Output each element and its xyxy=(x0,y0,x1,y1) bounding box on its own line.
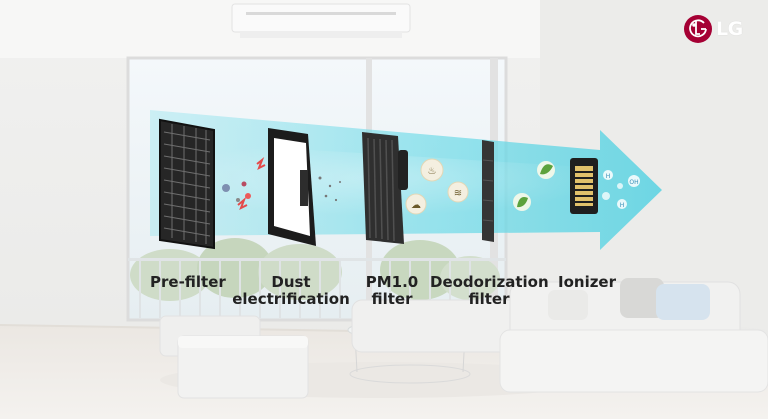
label-ionizer-text: Ionizer xyxy=(558,273,617,291)
ion-h-label-2: H xyxy=(620,202,625,209)
svg-text:♨: ♨ xyxy=(428,166,437,177)
dust-electrification-frame xyxy=(268,128,316,246)
sofa xyxy=(351,278,768,393)
deodorization-filter xyxy=(482,140,494,242)
label-dust-electrification: Dust electrification xyxy=(232,274,350,308)
label-deodor-line1: Deodorization xyxy=(430,273,549,291)
label-ionizer: Ionizer xyxy=(558,274,616,291)
lg-logo-text: LG xyxy=(716,18,743,40)
svg-text:≋: ≋ xyxy=(454,188,462,199)
label-pm10-filter: PM1.0 filter xyxy=(362,274,422,308)
label-pre-filter-text: Pre-filter xyxy=(150,273,226,291)
label-pm-line2: filter xyxy=(371,290,413,308)
pm10-filter xyxy=(362,132,408,244)
svg-text:☁: ☁ xyxy=(411,200,421,211)
ion-particles: H OH H xyxy=(602,170,640,209)
ion-oh-label: OH xyxy=(629,179,638,186)
electric-spark-icon xyxy=(237,156,266,211)
lg-logo: LG xyxy=(684,14,754,44)
odor-icons: ♨ ≋ ☁ xyxy=(405,158,469,215)
label-dust-line1: Dust xyxy=(271,273,311,291)
label-deodorization-filter: Deodorization filter xyxy=(430,273,549,308)
leaf-icon xyxy=(513,161,555,211)
label-deodor-line2: filter xyxy=(468,290,510,308)
ottoman-seats xyxy=(159,315,309,399)
lg-logo-mark-icon xyxy=(684,15,712,43)
ceiling-ac-unit xyxy=(231,3,411,38)
dust-particles xyxy=(222,176,341,202)
ionizer-module xyxy=(570,158,598,214)
label-dust-line2: electrification xyxy=(232,290,350,308)
label-pm-line1: PM1.0 xyxy=(365,273,419,291)
label-pre-filter: Pre-filter xyxy=(150,273,226,291)
ion-h-label: H xyxy=(606,173,611,180)
prefilter-panel xyxy=(159,118,215,250)
